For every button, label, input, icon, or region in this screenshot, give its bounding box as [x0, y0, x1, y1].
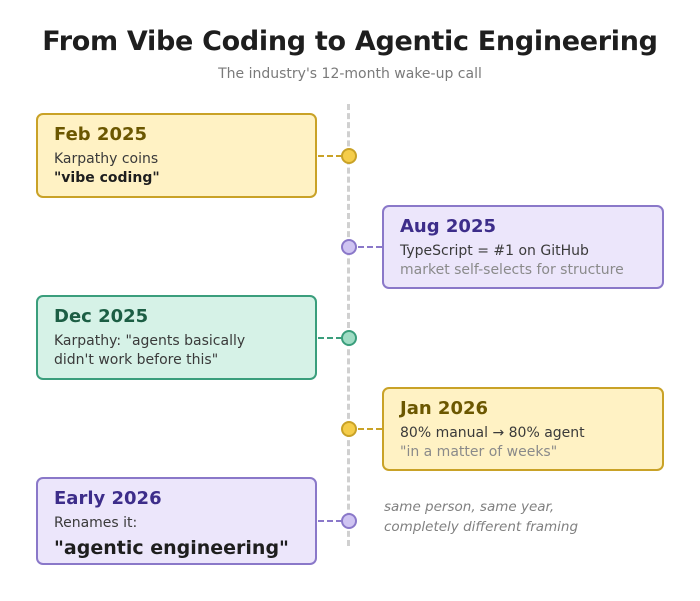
timeline-dot: [341, 148, 357, 164]
event-text: Renames it:: [54, 515, 138, 531]
connector: [318, 155, 342, 157]
event-text: Karpathy: "agents basically: [54, 333, 246, 349]
event-card-jan-2026: Jan 2026 80% manual → 80% agent "in a ma…: [382, 387, 664, 471]
event-card-early-2026: Early 2026 Renames it: "agentic engineer…: [36, 477, 317, 565]
timeline-dot: [341, 330, 357, 346]
timeline-dot: [341, 239, 357, 255]
connector: [318, 520, 342, 522]
event-date: Jan 2026: [400, 398, 489, 419]
event-card-feb-2025: Feb 2025 Karpathy coins "vibe coding": [36, 113, 317, 198]
timeline-dot: [341, 513, 357, 529]
side-note-line-1: same person, same year,: [384, 499, 555, 515]
event-subtext: "in a matter of weeks": [400, 444, 558, 460]
event-highlight: "vibe coding": [54, 170, 160, 186]
connector: [358, 246, 382, 248]
connector: [358, 428, 382, 430]
event-date: Early 2026: [54, 488, 162, 509]
side-note: same person, same year, completely diffe…: [384, 497, 578, 537]
event-text: 80% manual → 80% agent: [400, 425, 585, 441]
side-note-line-2: completely different framing: [384, 519, 579, 535]
event-subtext: market self-selects for structure: [400, 262, 624, 278]
event-text: Karpathy coins: [54, 151, 159, 167]
event-highlight: "agentic engineering": [54, 537, 289, 559]
event-card-dec-2025: Dec 2025 Karpathy: "agents basically did…: [36, 295, 317, 380]
event-text: TypeScript = #1 on GitHub: [400, 243, 589, 259]
diagram-title: From Vibe Coding to Agentic Engineering: [42, 26, 658, 57]
connector: [318, 337, 342, 339]
timeline-dot: [341, 421, 357, 437]
event-date: Aug 2025: [400, 216, 496, 237]
event-card-aug-2025: Aug 2025 TypeScript = #1 on GitHub marke…: [382, 205, 664, 289]
diagram-subtitle: The industry's 12-month wake-up call: [218, 66, 482, 82]
event-date: Feb 2025: [54, 124, 148, 145]
event-text-cont: didn't work before this": [54, 352, 219, 368]
event-date: Dec 2025: [54, 306, 149, 327]
timeline-axis: [347, 104, 350, 546]
